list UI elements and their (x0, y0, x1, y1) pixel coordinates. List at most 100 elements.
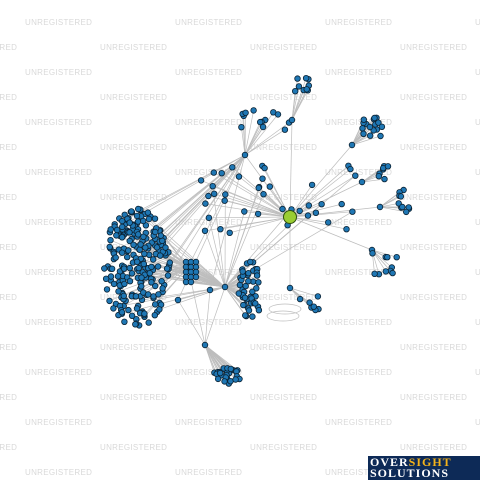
graph-node[interactable] (156, 306, 163, 313)
graph-node[interactable] (166, 259, 173, 266)
graph-node[interactable] (158, 278, 165, 285)
graph-node[interactable] (157, 232, 164, 239)
graph-node[interactable] (369, 250, 376, 257)
graph-node[interactable] (238, 123, 245, 131)
graph-node[interactable] (325, 219, 332, 226)
graph-node[interactable] (371, 114, 378, 122)
graph-node[interactable] (371, 270, 378, 277)
graph-node[interactable] (151, 301, 159, 308)
graph-node[interactable] (112, 254, 119, 261)
graph-node[interactable] (274, 111, 282, 118)
graph-node[interactable] (214, 375, 222, 383)
graph-node[interactable] (210, 190, 218, 197)
graph-node[interactable] (202, 200, 209, 207)
graph-node[interactable] (136, 246, 143, 253)
graph-node[interactable] (381, 175, 388, 183)
graph-node[interactable] (121, 280, 128, 288)
graph-node[interactable] (118, 223, 126, 231)
graph-node[interactable] (145, 215, 153, 223)
graph-node[interactable] (138, 283, 145, 290)
graph-node[interactable] (343, 225, 350, 233)
graph-node[interactable] (222, 191, 229, 198)
graph-node[interactable] (107, 226, 114, 233)
graph-node[interactable] (255, 184, 262, 192)
graph-node[interactable] (118, 249, 126, 256)
graph-node[interactable] (159, 285, 166, 292)
graph-node[interactable] (296, 295, 304, 303)
graph-node[interactable] (288, 116, 296, 124)
graph-node[interactable] (137, 241, 144, 248)
graph-node[interactable] (146, 270, 153, 277)
graph-node[interactable] (209, 182, 216, 190)
graph-node[interactable] (294, 75, 301, 82)
graph-node[interactable] (132, 293, 140, 300)
graph-node[interactable] (101, 265, 108, 272)
graph-node[interactable] (174, 296, 182, 304)
graph-node[interactable] (115, 288, 122, 295)
graph-node[interactable] (242, 109, 249, 116)
graph-node[interactable] (303, 86, 310, 93)
graph-node[interactable] (253, 285, 260, 292)
graph-node[interactable] (252, 300, 259, 307)
graph-node[interactable] (126, 237, 133, 245)
graph-node[interactable] (192, 273, 200, 281)
graph-node[interactable] (366, 123, 374, 131)
graph-node[interactable] (210, 169, 217, 176)
graph-node[interactable] (205, 214, 213, 221)
graph-node[interactable] (226, 229, 233, 236)
graph-node[interactable] (153, 244, 161, 251)
graph-node[interactable] (113, 226, 121, 234)
graph-node[interactable] (241, 208, 248, 215)
graph-node[interactable] (306, 299, 313, 306)
graph-node[interactable] (308, 181, 316, 189)
graph-node[interactable] (126, 219, 133, 226)
graph-node[interactable] (144, 291, 152, 298)
graph-node[interactable] (118, 234, 126, 241)
graph-node[interactable] (367, 132, 374, 139)
graph-node[interactable] (145, 319, 152, 326)
graph-node[interactable] (235, 173, 243, 180)
graph-node[interactable] (133, 305, 141, 312)
graph-node[interactable] (241, 151, 249, 159)
graph-node[interactable] (125, 247, 132, 254)
graph-node[interactable] (218, 169, 225, 177)
central-hub-node[interactable] (283, 210, 297, 224)
graph-node[interactable] (347, 165, 354, 173)
graph-node[interactable] (389, 269, 396, 277)
graph-node[interactable] (155, 291, 162, 298)
graph-node[interactable] (254, 210, 262, 218)
graph-node[interactable] (148, 263, 155, 271)
graph-node[interactable] (120, 292, 127, 300)
graph-node[interactable] (304, 212, 312, 219)
graph-node[interactable] (133, 258, 141, 265)
graph-node[interactable] (375, 172, 382, 180)
graph-node[interactable] (358, 178, 366, 186)
graph-node[interactable] (149, 256, 157, 263)
graph-node[interactable] (106, 243, 113, 251)
graph-node[interactable] (201, 341, 209, 349)
graph-node[interactable] (125, 306, 132, 314)
graph-node[interactable] (384, 163, 392, 170)
graph-node[interactable] (397, 193, 405, 200)
graph-node[interactable] (221, 197, 228, 204)
graph-node[interactable] (141, 250, 148, 257)
graph-node[interactable] (259, 123, 267, 131)
graph-node[interactable] (140, 233, 147, 240)
graph-node[interactable] (156, 252, 164, 259)
graph-node[interactable] (247, 258, 254, 266)
graph-node[interactable] (260, 190, 267, 198)
graph-node[interactable] (164, 272, 172, 279)
graph-node[interactable] (281, 126, 289, 133)
graph-node[interactable] (133, 212, 141, 220)
graph-node[interactable] (163, 265, 171, 272)
graph-node[interactable] (295, 83, 303, 90)
graph-node[interactable] (151, 228, 159, 236)
graph-node[interactable] (310, 303, 317, 310)
graph-node[interactable] (286, 284, 294, 292)
graph-node[interactable] (239, 268, 246, 275)
graph-node[interactable] (142, 244, 149, 251)
graph-node[interactable] (302, 74, 310, 82)
graph-node[interactable] (206, 286, 214, 294)
graph-node[interactable] (205, 192, 212, 200)
graph-node[interactable] (349, 208, 356, 215)
